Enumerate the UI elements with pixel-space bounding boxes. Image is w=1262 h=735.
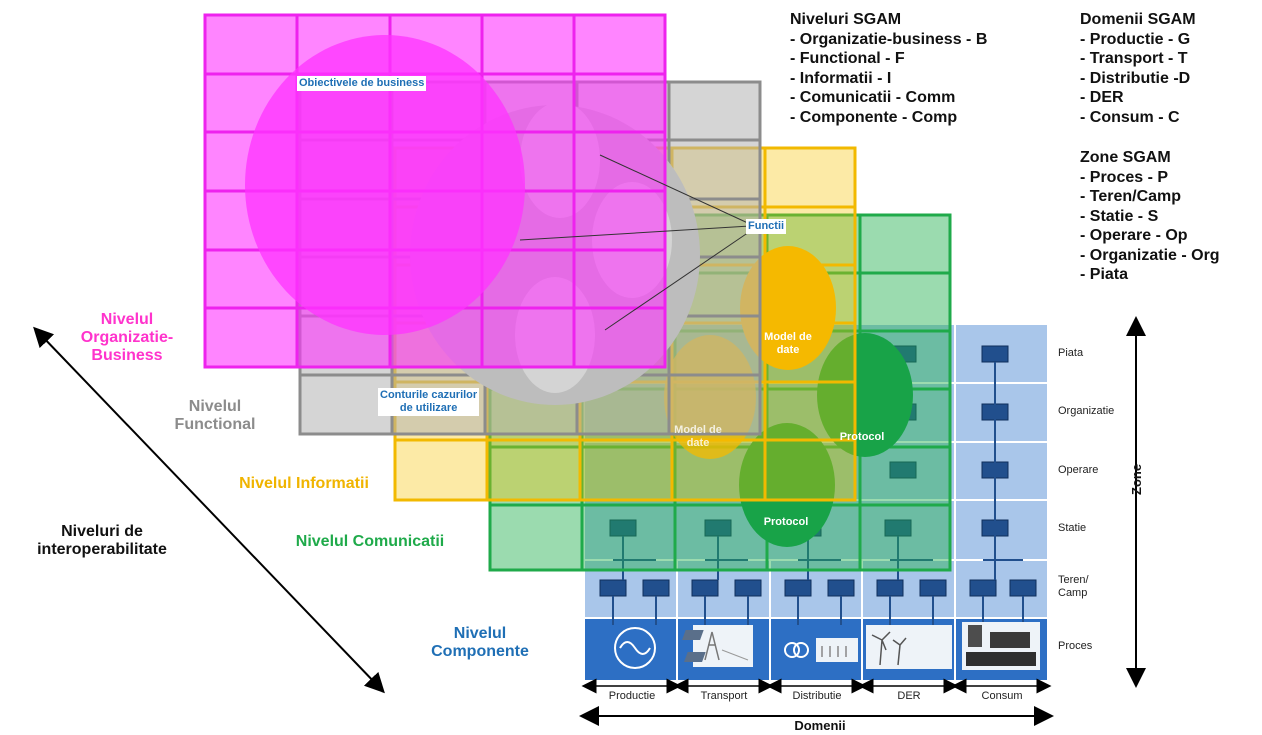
legend-item: - Componente - Comp — [790, 108, 958, 126]
legend-item: - Functional - F — [790, 50, 905, 67]
tag-business-objectives: Obiectivele de business — [297, 76, 427, 91]
consumer-buildings-icon — [962, 622, 1040, 670]
legend-sgam-levels: Niveluri SGAM - Organizatie-business - B… — [790, 10, 987, 127]
layer-label-line: Nivelul — [453, 625, 507, 642]
inner-label-line: Model de — [674, 424, 722, 436]
layer-label-communication: Nivelul Comunicatii — [265, 533, 475, 551]
legend-title: Niveluri SGAM — [790, 11, 902, 28]
inner-label-line: date — [686, 437, 710, 449]
tag-line: de utilizare — [399, 402, 458, 414]
business-layer — [203, 13, 667, 369]
component-layer — [585, 325, 1047, 680]
domain-label-productie: Productie — [608, 690, 656, 702]
legend-item: - Teren/Camp — [1080, 188, 1182, 205]
layer-label-business: Nivelul Organizatie- Business — [52, 311, 202, 365]
layer-label-component: Nivelul Componente — [410, 625, 550, 661]
legend-title: Zone SGAM — [1080, 149, 1171, 166]
inner-label-line: date — [776, 344, 800, 356]
layer-label-functional: Nivelul Functional — [150, 398, 280, 434]
protocol-label-1: Protocol — [839, 431, 885, 443]
legend-item: - Transport - T — [1080, 50, 1188, 67]
layer-label-line: Functional — [174, 416, 256, 433]
layer-label-line: Nivelul — [188, 398, 242, 415]
zone-label-teren-camp: Teren/ Camp — [1058, 574, 1089, 599]
tag-functions: Functii — [746, 219, 787, 234]
domain-label-distributie: Distributie — [792, 690, 842, 702]
zones-axis-label: Zone — [1129, 463, 1144, 495]
layer-label-line: Nivelul — [100, 311, 154, 328]
legend-item: - Operare - Op — [1080, 227, 1188, 244]
zone-label-operare: Operare — [1058, 464, 1099, 476]
legend-item: - DER — [1080, 89, 1124, 106]
legend-item: - Comunicatii - Comm — [790, 89, 956, 106]
layer-label-line: Componente — [431, 643, 529, 660]
legend-title: Domenii SGAM — [1080, 11, 1196, 28]
zone-label-statie: Statie — [1058, 522, 1087, 534]
legend-item: - Informatii - I — [790, 69, 892, 87]
legend-item: - Distributie -D — [1080, 69, 1191, 87]
data-model-label-2: Model de date — [658, 424, 738, 450]
axis-label-line: Niveluri de — [61, 523, 143, 540]
data-model-label-1: Model de date — [748, 331, 828, 357]
tag-use-cases: Conturile cazurilor de utilizare — [378, 388, 480, 416]
layer-label-line: Nivelul Comunicatii — [295, 533, 445, 550]
legend-sgam-domains: Domenii SGAM - Productie - G - Transport… — [1080, 10, 1196, 127]
domain-arrows — [579, 678, 1054, 726]
zone-label-proces: Proces — [1058, 640, 1093, 652]
domain-label-consum: Consum — [981, 690, 1023, 702]
protocol-label-2: Protocol — [763, 516, 809, 528]
legend-sgam-zones: Zone SGAM - Proces - P - Teren/Camp - St… — [1080, 148, 1220, 285]
tag-line: Conturile cazurilor — [380, 389, 478, 401]
generator-icon — [614, 627, 656, 669]
zone-label-organizatie: Organizatie — [1058, 405, 1115, 417]
legend-item: - Productie - G — [1080, 30, 1191, 48]
layer-label-line: Organizatie- — [80, 329, 174, 346]
layer-label-line: Nivelul Informatii — [239, 475, 369, 492]
layer-label-information: Nivelul Informatii — [214, 475, 394, 493]
legend-item: - Piata — [1080, 266, 1129, 283]
legend-item: - Organizatie-business - B — [790, 30, 988, 48]
legend-item: - Proces - P — [1080, 168, 1169, 186]
inner-label-line: Model de — [764, 331, 812, 343]
transformer-icon — [784, 638, 858, 662]
domain-label-transport: Transport — [700, 690, 748, 702]
layer-label-line: Business — [91, 347, 163, 364]
interoperability-axis-label: Niveluri de interoperabilitate — [12, 523, 192, 559]
legend-item: - Consum - C — [1080, 108, 1180, 126]
legend-item: - Statie - S — [1080, 207, 1159, 225]
zone-label-piata: Piata — [1058, 347, 1084, 359]
interoperability-axis-arrow — [33, 326, 385, 694]
wind-solar-icon — [682, 625, 952, 669]
legend-item: - Organizatie - Org — [1080, 246, 1220, 264]
transmission-tower-icon — [693, 625, 753, 667]
domain-label-der: DER — [897, 690, 921, 702]
functions-connectors — [519, 154, 753, 331]
axis-label-line: interoperabilitate — [37, 541, 167, 558]
domains-axis-label: Domenii — [794, 718, 846, 733]
